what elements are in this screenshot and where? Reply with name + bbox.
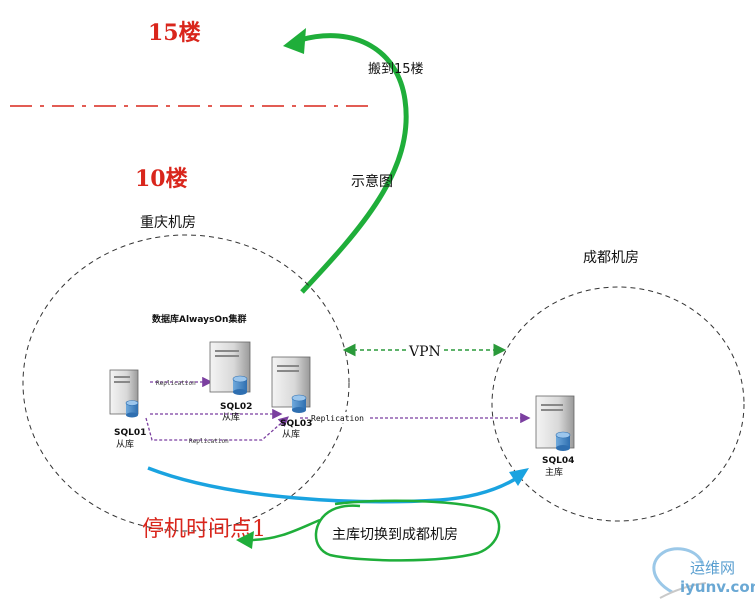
server-slot: [114, 381, 130, 383]
chengdu-site-label: 成都机房: [583, 250, 639, 266]
diagram-note: 示意图: [351, 173, 393, 190]
watermark-logo-swoosh: [659, 582, 707, 599]
vpn-label: VPN: [408, 344, 441, 360]
server-slot: [277, 365, 299, 367]
replication-sql01-sql03-lower: [145, 416, 289, 441]
server-slot: [114, 376, 130, 378]
server-slot: [541, 404, 563, 406]
database-icon: [555, 431, 571, 451]
switch-highlight-loop: [314, 499, 501, 562]
server-sql01-role: 从库: [116, 438, 134, 450]
server-sql01-name: SQL01: [114, 428, 146, 438]
server-sql01: [109, 369, 139, 418]
database-icon: [291, 394, 307, 413]
chongqing-site-label: 重庆机房: [140, 215, 196, 231]
database-icon: [125, 400, 139, 418]
chengdu-site-circle: [491, 286, 745, 522]
server-slot: [215, 350, 239, 352]
move-arrow: [299, 33, 409, 294]
vpn-label-bg: [406, 341, 442, 359]
server-sql02-name: SQL02: [220, 402, 252, 412]
failover-arrow: [147, 466, 521, 504]
server-slot: [215, 355, 239, 357]
downtime-arrow-head: [236, 531, 254, 549]
server-sql02: [209, 341, 251, 395]
move-note: 搬到15楼: [368, 62, 424, 77]
replication-label-3: Replication: [311, 414, 364, 423]
replication-label-1: Replication: [156, 380, 196, 387]
server-sql03-name: SQL03: [280, 419, 312, 429]
database-icon: [232, 375, 248, 395]
floor-15-label: 15楼: [148, 20, 201, 46]
server-sql02-role: 从库: [222, 411, 240, 423]
floor-10-label: 10楼: [135, 166, 188, 192]
server-sql04-name: SQL04: [542, 456, 574, 466]
chongqing-site-circle: [22, 234, 350, 532]
server-sql03-role: 从库: [282, 428, 300, 440]
failover-arrow-head: [509, 468, 529, 486]
server-sql04: [535, 395, 575, 451]
replication-label-2: Replication: [189, 438, 229, 445]
cluster-label: 数据库AlwaysOn集群: [152, 313, 246, 325]
downtime-arrow: [249, 518, 321, 542]
switch-label: 主库切换到成都机房: [332, 526, 458, 543]
move-arrow-head: [283, 28, 306, 54]
server-sql04-role: 主库: [545, 466, 563, 478]
watermark-cn: 运维网: [690, 559, 735, 577]
watermark-url: iyunv.com: [680, 578, 755, 596]
watermark-logo-icon: [652, 547, 705, 594]
server-sql03: [271, 356, 311, 413]
server-slot: [277, 370, 299, 372]
replication-label-3-bg: [310, 412, 370, 423]
server-slot: [541, 409, 563, 411]
watermark: 运维网 iyunv.com: [652, 547, 755, 599]
